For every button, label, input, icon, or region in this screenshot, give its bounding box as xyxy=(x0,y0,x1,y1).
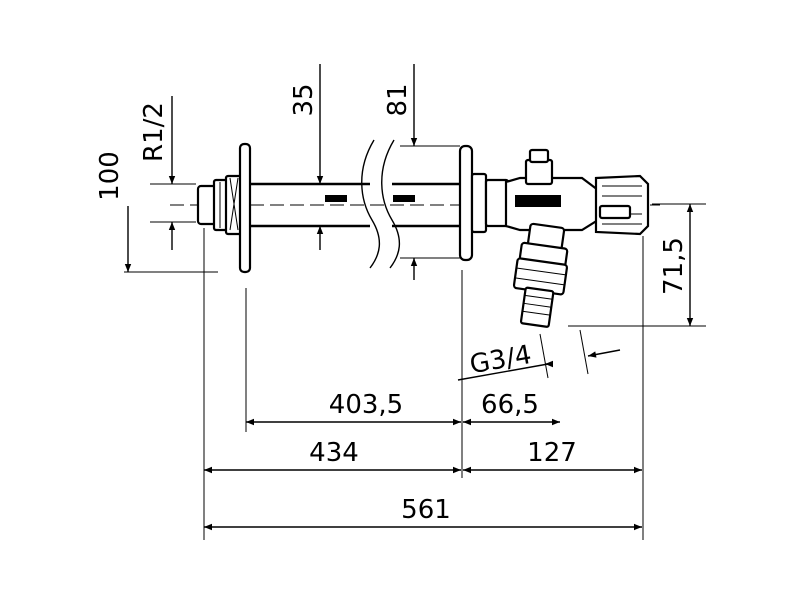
dimension-100: 100 xyxy=(95,151,132,272)
label-35: 35 xyxy=(289,83,319,116)
hose-connector xyxy=(512,222,569,328)
dimension-403-5: 403,5 xyxy=(246,390,461,426)
left-flange xyxy=(238,142,252,274)
label-434: 434 xyxy=(309,438,359,468)
label-81: 81 xyxy=(383,83,413,116)
dimension-127: 127 xyxy=(463,438,642,474)
dimension-434: 434 xyxy=(204,438,461,474)
label-r1-2: R1/2 xyxy=(139,102,169,162)
dimension-81: 81 xyxy=(383,64,418,280)
label-g3-4: G3/4 xyxy=(467,340,533,380)
label-66-5: 66,5 xyxy=(481,390,539,420)
dimension-r1-2: R1/2 xyxy=(139,96,176,250)
right-flange xyxy=(458,144,474,262)
dimension-66-5: 66,5 xyxy=(463,390,560,426)
label-100: 100 xyxy=(95,151,125,201)
label-71-5: 71,5 xyxy=(659,237,689,295)
valve-body xyxy=(484,148,650,236)
dimension-g3-4: G3/4 xyxy=(457,340,621,381)
dimension-561: 561 xyxy=(204,495,642,531)
pipe-body xyxy=(250,139,460,269)
dimension-71-5: 71,5 xyxy=(659,204,694,326)
dimension-35: 35 xyxy=(289,64,324,250)
label-561: 561 xyxy=(401,495,451,525)
inlet-fitting xyxy=(196,174,244,236)
label-403-5: 403,5 xyxy=(329,390,403,420)
label-127: 127 xyxy=(527,438,577,468)
